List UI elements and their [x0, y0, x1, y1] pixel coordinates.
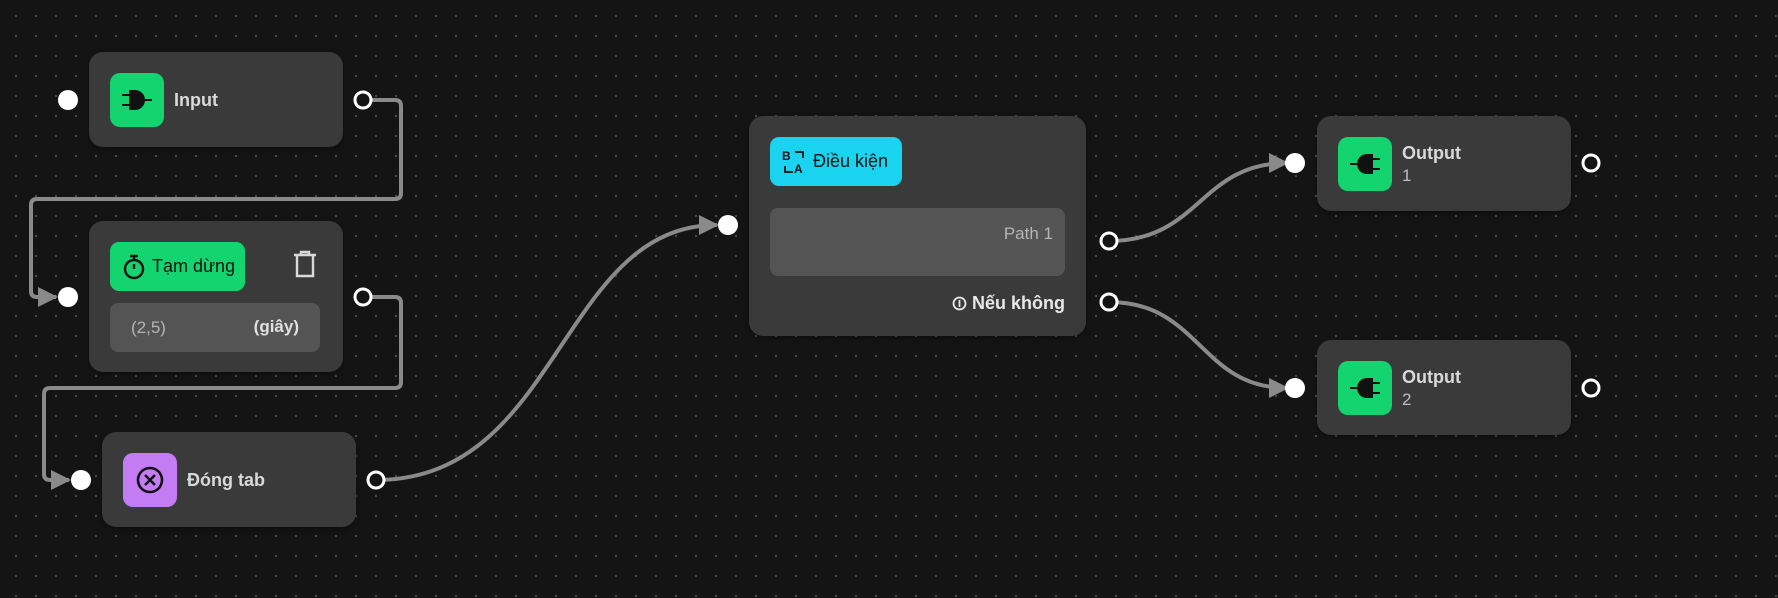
- edge-condition-else-to-output2[interactable]: [1108, 300, 1289, 398]
- output-1-index: 1: [1402, 166, 1412, 185]
- logic-gate-icon: [110, 73, 164, 127]
- output-2-title: Output: [1402, 367, 1461, 387]
- close-circle-icon: [123, 453, 177, 507]
- input-node-title: Input: [174, 90, 218, 110]
- info-icon: [952, 296, 967, 311]
- svg-text:B: B: [782, 149, 791, 163]
- close-tab-node-in-port[interactable]: [71, 470, 91, 490]
- output-1-node[interactable]: Output 1: [1317, 116, 1571, 211]
- pause-node-header[interactable]: Tạm dừng: [110, 242, 245, 291]
- condition-node-title: Điều kiện: [813, 151, 889, 171]
- svg-text:A: A: [794, 162, 803, 175]
- pause-node-title: Tạm dừng: [152, 256, 236, 276]
- delay-value: (2,5): [131, 318, 166, 337]
- output-1-title: Output: [1402, 143, 1461, 163]
- condition-else-out-port[interactable]: [1099, 292, 1119, 312]
- condition-node-header[interactable]: B A Điều kiện: [770, 137, 902, 186]
- input-node[interactable]: Input: [89, 52, 343, 147]
- edge-condition-path1-to-output1[interactable]: [1108, 153, 1289, 243]
- condition-path-1-out-port[interactable]: [1099, 231, 1119, 251]
- input-node-out-port[interactable]: [353, 90, 373, 110]
- else-branch: Nếu không: [952, 293, 1065, 314]
- trash-icon[interactable]: [291, 249, 319, 284]
- pause-node[interactable]: Tạm dừng (2,5) (giây): [89, 221, 343, 372]
- edge-close-tab-to-condition[interactable]: [375, 215, 719, 482]
- else-label: Nếu không: [972, 293, 1065, 313]
- output-1-in-port[interactable]: [1285, 153, 1305, 173]
- close-tab-node[interactable]: Đóng tab: [102, 432, 356, 527]
- output-2-out-port[interactable]: [1581, 378, 1601, 398]
- close-tab-node-title: Đóng tab: [187, 470, 265, 490]
- close-tab-node-out-port[interactable]: [366, 470, 386, 490]
- logic-gate-reverse-icon: [1338, 137, 1392, 191]
- condition-node-in-port[interactable]: [718, 215, 738, 235]
- output-1-out-port[interactable]: [1581, 153, 1601, 173]
- delay-field[interactable]: (2,5) (giây): [110, 303, 320, 352]
- path-1-label: Path 1: [1003, 224, 1053, 243]
- pause-node-in-port[interactable]: [58, 287, 78, 307]
- logic-gate-reverse-icon: [1338, 361, 1392, 415]
- delay-unit: (giây): [253, 317, 299, 336]
- input-node-in-port[interactable]: [58, 90, 78, 110]
- stopwatch-icon: [122, 254, 146, 280]
- output-2-node[interactable]: Output 2: [1317, 340, 1571, 435]
- condition-node[interactable]: B A Điều kiện Path 1 Nếu không: [749, 116, 1086, 336]
- pause-node-out-port[interactable]: [353, 287, 373, 307]
- path-1-field[interactable]: Path 1: [770, 208, 1065, 276]
- output-2-in-port[interactable]: [1285, 378, 1305, 398]
- ab-swap-icon: B A: [781, 149, 807, 175]
- output-2-index: 2: [1402, 390, 1412, 409]
